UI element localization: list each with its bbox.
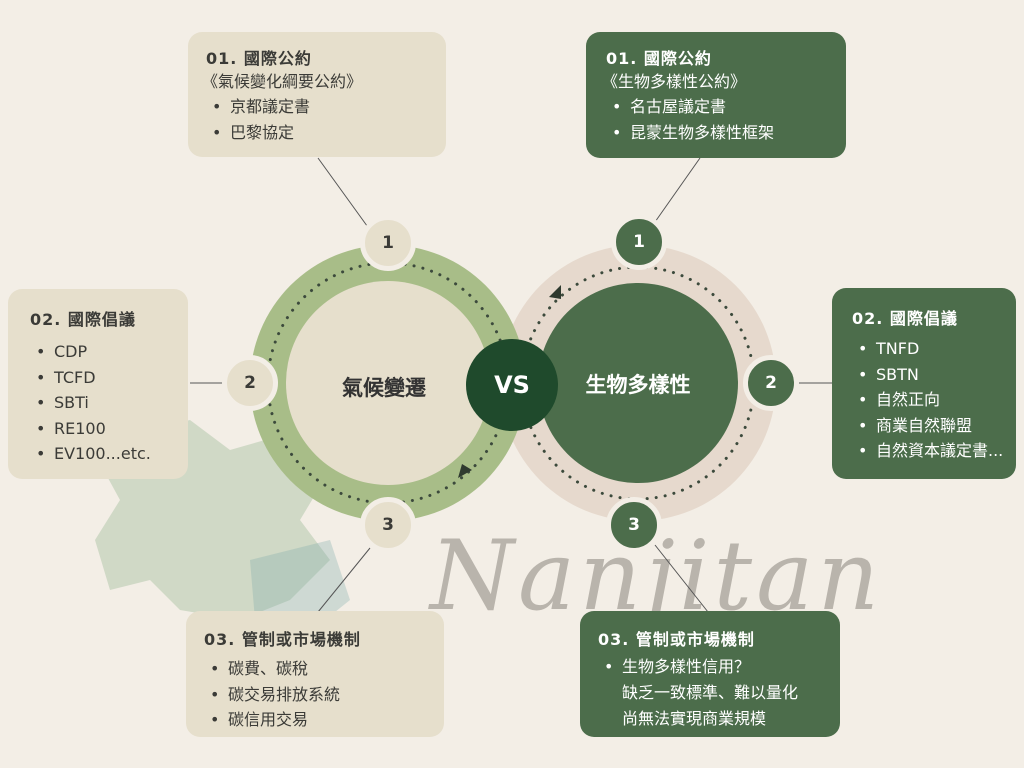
left-box-conventions: 01. 國際公約 《氣候變化綱要公約》 京都議定書 巴黎協定 [188, 32, 446, 157]
left-box3-list: 碳費、碳稅 碳交易排放系統 碳信用交易 [204, 656, 444, 733]
list-item: CDP [30, 339, 188, 365]
right-inner-circle [538, 283, 738, 483]
vs-circle [466, 339, 558, 431]
right-box1-list: 名古屋議定書 昆蒙生物多樣性框架 [606, 94, 846, 145]
right-box2-title: 02. 國際倡議 [852, 309, 958, 328]
right-box3-line-2: 缺乏一致標準、難以量化 [622, 683, 799, 702]
list-item: EV100...etc. [30, 441, 188, 467]
right-box2-list: TNFD SBTN 自然正向 商業自然聯盟 自然資本議定書... [852, 336, 1016, 464]
left-marker-3: 3 [360, 497, 416, 553]
list-item: 自然正向 [852, 387, 1016, 413]
connector-right-1 [654, 157, 701, 223]
left-center-label: 氣候變遷 [342, 376, 426, 400]
left-arrow-icon [458, 464, 472, 478]
left-box3-title: 03. 管制或市場機制 [204, 630, 361, 649]
left-box2-title: 02. 國際倡議 [30, 310, 136, 329]
left-box-initiatives: 02. 國際倡議 CDP TCFD SBTi RE100 EV100...etc… [8, 289, 188, 479]
connector-left-3 [317, 547, 371, 613]
left-box2-list: CDP TCFD SBTi RE100 EV100...etc. [30, 339, 188, 467]
list-item: 京都議定書 [206, 94, 446, 120]
right-box3-item: 生物多樣性信用？ 缺乏一致標準、難以量化 尚無法實現商業規模 [598, 654, 840, 732]
right-box3-line-3: 尚無法實現商業規模 [622, 709, 767, 728]
left-box-mechanisms: 03. 管制或市場機制 碳費、碳稅 碳交易排放系統 碳信用交易 [186, 611, 444, 737]
vs-label: VS [494, 371, 530, 399]
connector-right-3 [654, 544, 709, 613]
left-box1-title: 01. 國際公約 [206, 49, 312, 68]
list-item: 碳交易排放系統 [204, 682, 444, 708]
right-box1-subtitle: 《生物多樣性公約》 [602, 72, 747, 91]
right-marker-1: 1 [611, 214, 667, 270]
right-arrow-icon [549, 285, 561, 299]
list-item: RE100 [30, 416, 188, 442]
list-item: TCFD [30, 365, 188, 391]
right-center-label: 生物多樣性 [585, 373, 691, 397]
left-box1-subtitle: 《氣候變化綱要公約》 [202, 72, 363, 91]
right-box3-title: 03. 管制或市場機制 [598, 630, 755, 649]
right-box3-line-1: 生物多樣性信用？ [622, 657, 751, 676]
connector-left-1 [317, 157, 371, 231]
list-item: 碳費、碳稅 [204, 656, 444, 682]
list-item: TNFD [852, 336, 1016, 362]
list-item: 名古屋議定書 [606, 94, 846, 120]
list-item: 碳信用交易 [204, 707, 444, 733]
left-marker-2: 2 [222, 355, 278, 411]
right-box-conventions: 01. 國際公約 《生物多樣性公約》 名古屋議定書 昆蒙生物多樣性框架 [586, 32, 846, 158]
left-box1-list: 京都議定書 巴黎協定 [206, 94, 446, 145]
left-inner-circle [286, 281, 490, 485]
list-item: 商業自然聯盟 [852, 413, 1016, 439]
list-item: 昆蒙生物多樣性框架 [606, 120, 846, 146]
right-box-mechanisms: 03. 管制或市場機制 生物多樣性信用？ 缺乏一致標準、難以量化 尚無法實現商業… [580, 611, 840, 737]
left-marker-1: 1 [360, 215, 416, 271]
right-marker-2: 2 [743, 355, 799, 411]
list-item: 巴黎協定 [206, 120, 446, 146]
right-box1-title: 01. 國際公約 [606, 49, 712, 68]
right-marker-3: 3 [606, 497, 662, 553]
list-item: SBTN [852, 362, 1016, 388]
right-box-initiatives: 02. 國際倡議 TNFD SBTN 自然正向 商業自然聯盟 自然資本議定書..… [832, 288, 1016, 479]
list-item: 自然資本議定書... [852, 438, 1016, 464]
list-item: SBTi [30, 390, 188, 416]
